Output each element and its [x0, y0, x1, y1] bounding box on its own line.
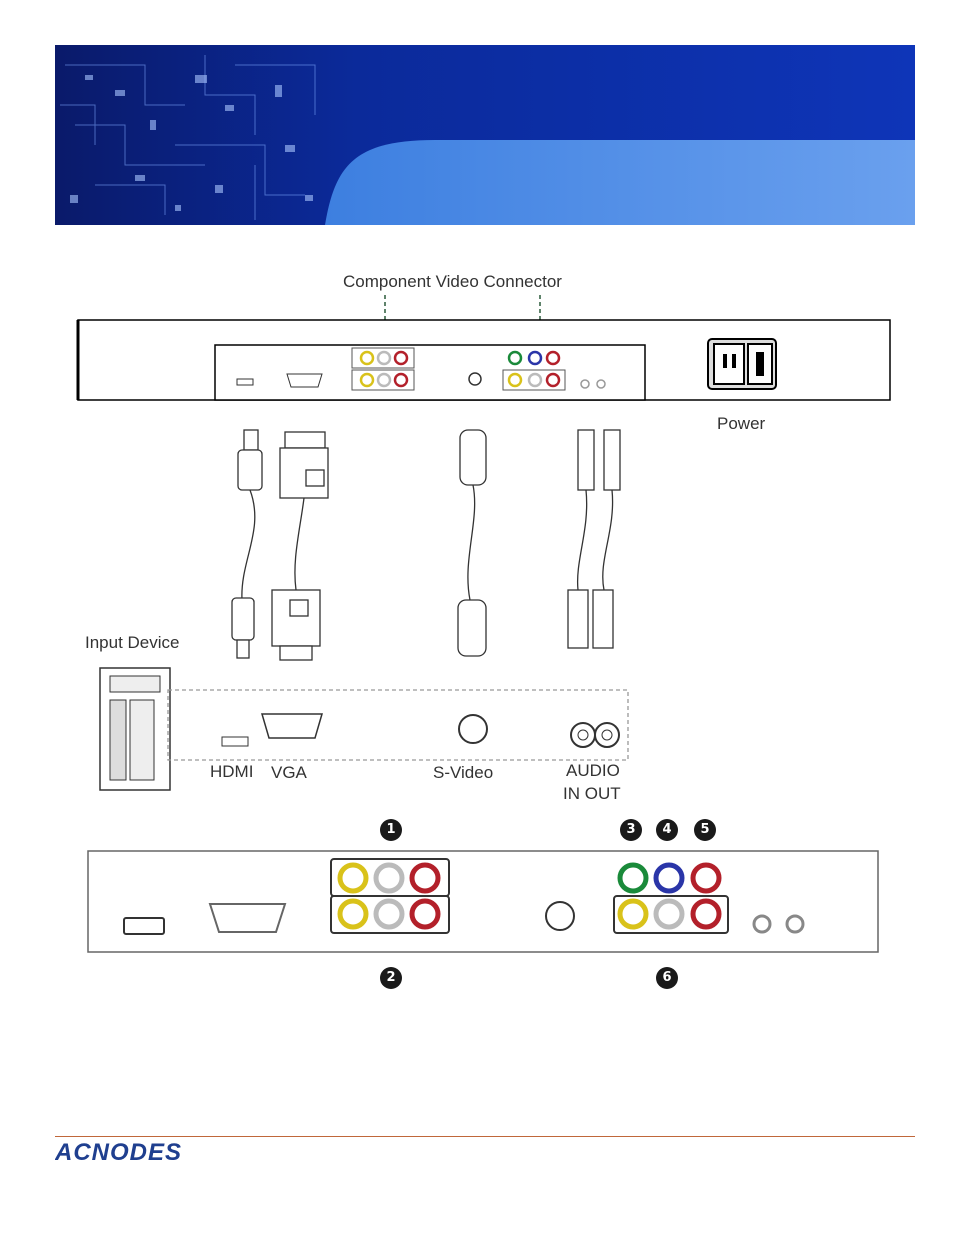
callout-badge: 1 — [380, 819, 402, 841]
svideo-port-input-icon — [458, 714, 488, 744]
audio-cable-icon — [567, 429, 621, 649]
callout-badge: 3 — [620, 819, 642, 841]
callout-badge: 2 — [380, 967, 402, 989]
top-device-panel — [76, 319, 891, 401]
hdmi-port-detail-icon — [123, 917, 165, 935]
callout-badge: 5 — [694, 819, 716, 841]
vga-label: VGA — [271, 763, 307, 782]
power-socket-icon — [707, 338, 777, 390]
bottom-device-panel — [87, 850, 879, 953]
component-video-label: Component Video Connector — [343, 272, 562, 291]
cables — [231, 429, 621, 661]
header-banner — [55, 45, 915, 225]
hdmi-port-icon — [236, 378, 254, 386]
vga-port-detail-icon — [208, 903, 287, 933]
svideo-cable-icon — [457, 429, 487, 657]
circuit-board-banner-image — [55, 45, 915, 225]
input-device-label: Input Device — [85, 633, 180, 652]
audio-label: AUDIO — [566, 761, 620, 780]
input-device-icon — [99, 667, 629, 791]
brand-text: ACNODES — [55, 1139, 182, 1166]
svideo-port-icon — [468, 372, 482, 386]
power-label: Power — [717, 414, 766, 433]
vga-port-input-icon — [261, 713, 323, 739]
hdmi-port-input-icon — [221, 736, 249, 747]
svideo-port-detail-icon — [545, 901, 575, 931]
acnodes-logo: ACNODES — [54, 1136, 215, 1171]
callout-badge: 6 — [656, 967, 678, 989]
callout-badge: 4 — [656, 819, 678, 841]
svideo-label: S-Video — [433, 763, 494, 782]
vga-cable-icon — [271, 431, 329, 661]
audio-sub-label: IN OUT — [563, 784, 621, 803]
hdmi-label: HDMI — [210, 762, 254, 781]
acnodes-logo-wordmark: ACNODES — [54, 1139, 182, 1166]
hdmi-cable-icon — [231, 429, 263, 659]
vga-port-icon — [286, 373, 323, 388]
footer-divider — [55, 1136, 915, 1137]
